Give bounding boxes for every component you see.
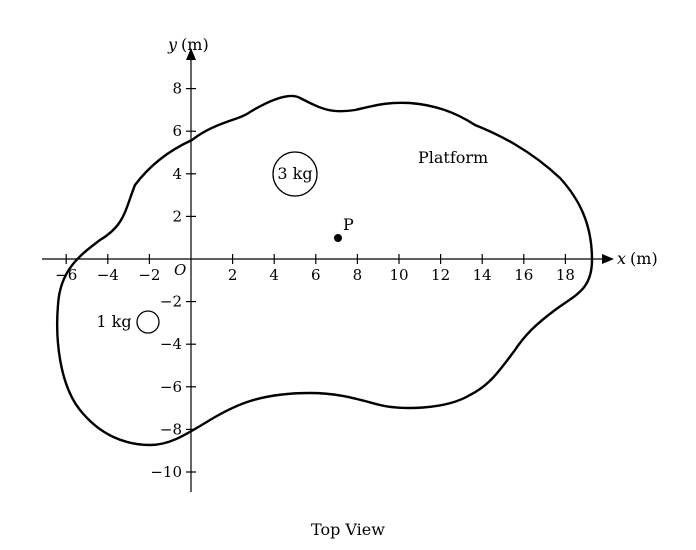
x-tick-group: −6 −4 −2 2 4 6 8 10 12 14 16 18 — [55, 254, 575, 284]
x-tick-label: 6 — [311, 266, 321, 284]
platform-outline — [55, 94, 594, 447]
x-tick-label: 10 — [389, 266, 408, 284]
x-tick-label: 14 — [473, 266, 492, 284]
x-tick-label: 18 — [556, 266, 575, 284]
mass-3kg-circle — [272, 151, 318, 197]
y-tick-label: −2 — [160, 293, 182, 311]
x-tick-label: 8 — [353, 266, 363, 284]
caption: Top View — [311, 520, 385, 539]
platform-label: Platform — [418, 148, 488, 167]
y-tick-label: −4 — [160, 335, 182, 353]
x-tick-label: −2 — [138, 266, 160, 284]
y-axis-arrow — [186, 48, 196, 60]
y-tick-label: −10 — [150, 463, 182, 481]
x-tick-label: −4 — [97, 266, 119, 284]
mass-3kg-label: 3 kg — [277, 164, 312, 183]
y-axis-label: y(m) — [167, 35, 209, 54]
mass-1kg-label: 1 kg — [96, 312, 131, 331]
point-p-label: P — [343, 215, 354, 234]
x-tick-label: 2 — [228, 266, 238, 284]
x-tick-label: 12 — [431, 266, 450, 284]
x-tick-label: −6 — [55, 266, 77, 284]
y-tick-group: 8 6 4 2 −2 −4 −6 −8 −10 — [150, 80, 196, 481]
y-tick-label: 2 — [172, 207, 182, 225]
y-tick-label: −6 — [160, 378, 182, 396]
x-axis-arrow — [602, 254, 614, 264]
point-p-dot — [334, 234, 342, 242]
y-tick-label: 8 — [172, 80, 182, 98]
y-tick-label: −8 — [160, 420, 182, 438]
y-tick-label: 4 — [172, 165, 182, 183]
x-axis-label: x(m) — [617, 249, 658, 268]
x-tick-label: 4 — [269, 266, 279, 284]
mass-1kg-circle — [136, 310, 160, 334]
origin-label: O — [174, 261, 186, 279]
y-tick-label: 6 — [172, 122, 182, 140]
x-tick-label: 16 — [514, 266, 533, 284]
